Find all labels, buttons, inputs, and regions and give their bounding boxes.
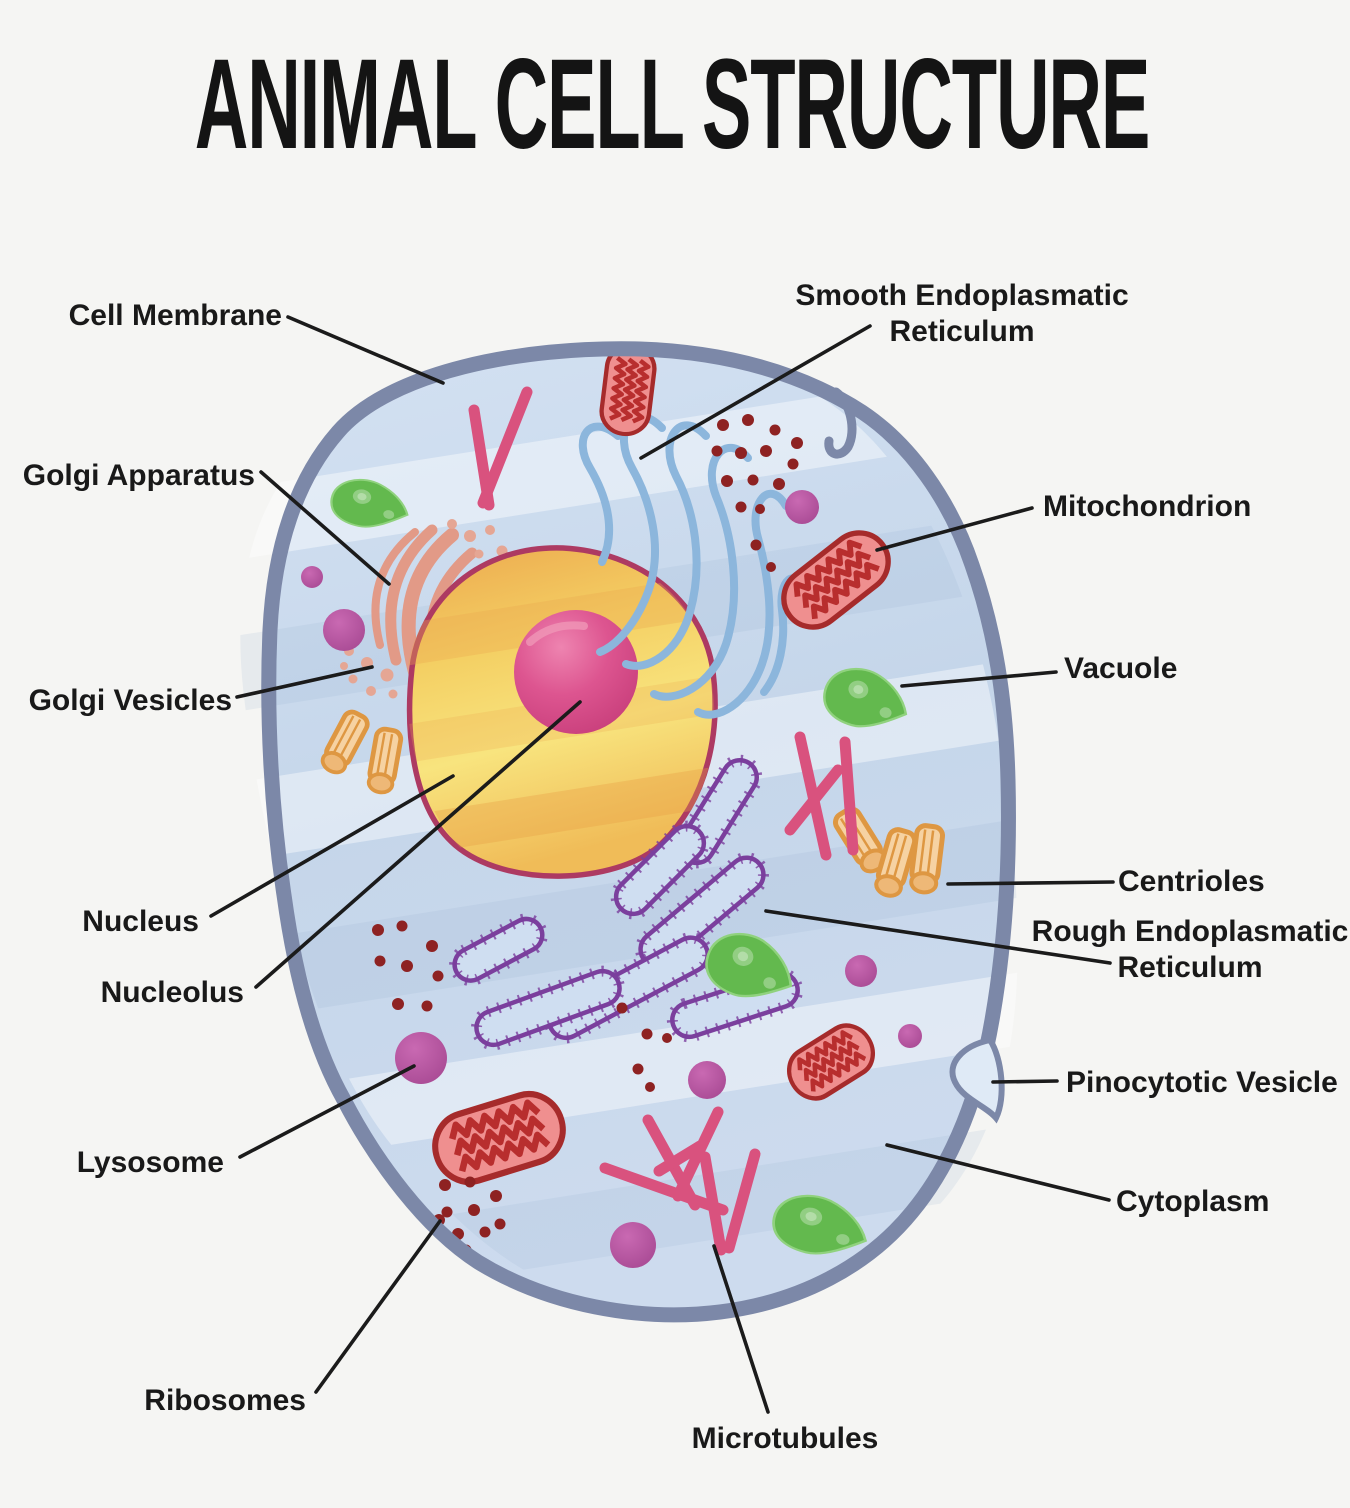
- leader-rough-er: [764, 909, 1112, 965]
- label-smooth-er-line2: Reticulum: [889, 315, 1034, 348]
- label-smooth-er-line1: Smooth Endoplasmatic: [795, 279, 1128, 312]
- ribosomes-cluster-left: [372, 920, 444, 1012]
- label-cell-membrane: Cell Membrane: [69, 299, 282, 332]
- leader-cell-membrane: [286, 315, 445, 385]
- leader-centrioles: [946, 880, 1115, 886]
- label-nucleus: Nucleus: [82, 905, 199, 938]
- leader-nucleolus: [254, 700, 582, 989]
- leader-golgi-apparatus: [259, 470, 391, 586]
- label-golgi-apparatus: Golgi Apparatus: [23, 459, 255, 492]
- nucleolus: [514, 610, 638, 734]
- label-ribosomes: Ribosomes: [144, 1384, 306, 1417]
- label-mitochondrion: Mitochondrion: [1043, 490, 1251, 523]
- leader-microtubules: [712, 1244, 770, 1414]
- label-rough-er-line1: Rough Endoplasmatic: [1032, 915, 1349, 948]
- leader-smooth-er: [639, 324, 872, 460]
- leader-nucleus: [209, 774, 455, 918]
- leader-mitochondrion: [875, 506, 1034, 552]
- label-pinocytotic-vesicle: Pinocytotic Vesicle: [1066, 1066, 1338, 1099]
- leader-ribosomes: [314, 1219, 442, 1394]
- microtubules-shapes: [468, 386, 859, 1256]
- leader-golgi-vesicles: [235, 665, 374, 699]
- nucleolus-highlight: [526, 621, 588, 646]
- lysosomes: [301, 490, 922, 1268]
- rough-endoplasmatic-reticulum: [449, 754, 804, 1051]
- leader-cytoplasm: [885, 1143, 1111, 1202]
- ribosomes-cluster-top: [711, 414, 803, 572]
- mitochondrion-top: [599, 343, 657, 437]
- ribosomes-cluster-mid-right: [616, 1002, 672, 1092]
- label-nucleolus: Nucleolus: [101, 976, 244, 1009]
- label-microtubules: Microtubules: [692, 1422, 879, 1455]
- label-golgi-vesicles: Golgi Vesicles: [29, 684, 232, 717]
- pinocytotic-vesicle-pocket: [949, 1036, 1005, 1124]
- label-cytoplasm: Cytoplasm: [1116, 1185, 1269, 1218]
- label-lysosome: Lysosome: [77, 1146, 224, 1179]
- leader-vacuole: [900, 670, 1058, 688]
- leader-lysosome: [238, 1064, 416, 1159]
- label-vacuole: Vacuole: [1064, 652, 1177, 685]
- leader-pinocytotic-vesicle: [991, 1079, 1059, 1084]
- label-centrioles: Centrioles: [1118, 865, 1265, 898]
- label-rough-er-line2: Reticulum: [1117, 951, 1262, 984]
- lysosome-labeled: [395, 1032, 447, 1084]
- page-title: ANIMAL CELL STRUCTURE: [195, 33, 1149, 176]
- leader-lines: [209, 315, 1115, 1414]
- membrane-invagination-hook: [824, 387, 857, 459]
